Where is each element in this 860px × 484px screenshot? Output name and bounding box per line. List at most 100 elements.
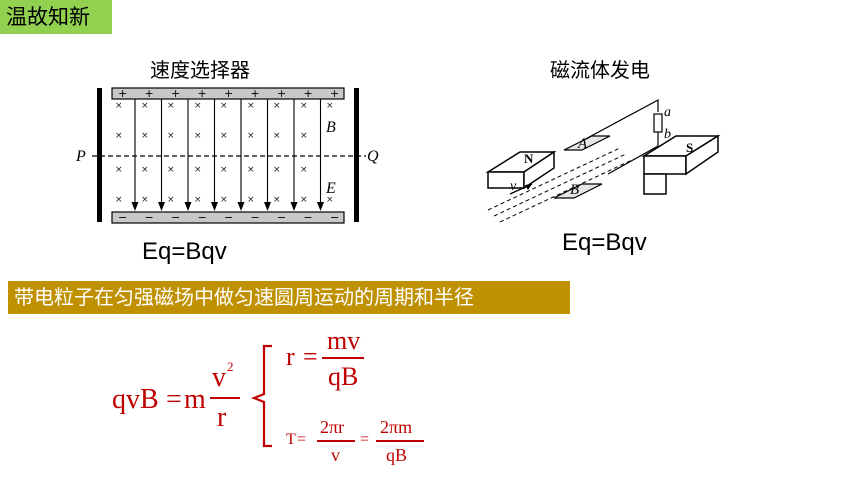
plus-charge: + [145, 87, 154, 100]
minus-charge: − [171, 211, 180, 224]
top-plate [111, 87, 345, 100]
resistor [653, 113, 663, 133]
magnetic-field-cross: × [273, 195, 281, 205]
velocity-selector-diagram: +−+−+−+−+−+−+−+−+−××××××××××××××××××××××… [75, 87, 379, 224]
field-arrow [184, 202, 192, 211]
field-arrow [317, 202, 324, 211]
field-arrow [211, 202, 218, 211]
magnetic-field-cross: × [167, 131, 175, 141]
plate-b [553, 183, 603, 199]
magnetic-field-cross: × [141, 165, 149, 175]
field-arrow [131, 202, 139, 211]
formula-fraction-bar [210, 397, 240, 399]
magnetic-field-cross: × [167, 165, 175, 175]
minus-charge: − [118, 211, 127, 224]
mhd-generator-title: 磁流体发电 [550, 58, 650, 82]
magnetic-field-cross: × [220, 165, 228, 175]
magnetic-field-cross: × [194, 165, 202, 175]
magnetic-field-cross: × [326, 195, 334, 205]
plus-charge: + [330, 87, 339, 100]
magnetic-field-cross: × [247, 195, 255, 205]
right-equation: Eq=Bqv [562, 229, 647, 256]
magnetic-field-cross: × [115, 195, 123, 205]
magnet-s-label: S [686, 140, 693, 155]
period-equals: = [297, 431, 307, 448]
bottom-plate [111, 211, 345, 224]
formula-m: m [184, 384, 206, 415]
magnetic-field-cross: × [247, 101, 255, 111]
terminal-a: a [664, 105, 671, 120]
formula-equals: = [166, 384, 182, 415]
field-arrow [237, 202, 245, 211]
period-fraction-bar-2 [376, 440, 424, 442]
minus-charge: − [304, 211, 313, 224]
magnetic-field-cross: × [194, 195, 202, 205]
plus-charge: + [251, 87, 260, 100]
review-tag: 温故知新 [0, 0, 112, 34]
plus-charge: + [198, 87, 207, 100]
right-side-plate [354, 88, 359, 222]
left-side-plate [97, 88, 102, 222]
period-denominator-1: v [331, 445, 340, 465]
magnetic-field-cross: × [167, 195, 175, 205]
radius-numerator: mv [327, 326, 361, 355]
formula-lhs: qvB [112, 384, 159, 415]
period-denominator-2: qB [386, 445, 408, 465]
magnetic-field-cross: × [300, 165, 308, 175]
radius-fraction-bar [322, 357, 364, 359]
magnetic-field-cross: × [220, 101, 228, 111]
magnetic-field-cross: × [220, 131, 228, 141]
plate-b-label: B [570, 182, 579, 198]
plus-charge: + [224, 87, 233, 100]
terminal-b: b [664, 127, 671, 142]
magnetic-field-cross: × [141, 131, 149, 141]
left-equation: Eq=Bqv [142, 238, 227, 265]
plus-charge: + [118, 87, 127, 100]
plus-charge: + [304, 87, 313, 100]
plus-charge: + [277, 87, 286, 100]
minus-charge: − [198, 211, 207, 224]
radius-denominator: qB [328, 362, 359, 391]
field-arrow [264, 202, 271, 211]
magnetic-field-cross: × [141, 101, 149, 111]
formula-square: 2 [227, 359, 234, 374]
magnetic-field-cross: × [115, 165, 123, 175]
magnetic-field-cross: × [194, 131, 202, 141]
label-e: E [325, 180, 336, 197]
field-arrow [290, 202, 298, 211]
magnetic-field-cross: × [273, 165, 281, 175]
radius-lhs: r [286, 342, 295, 371]
radius-equals: = [303, 342, 318, 371]
wire-bottom [607, 132, 659, 175]
minus-charge: − [277, 211, 286, 224]
formula-r: r [217, 402, 227, 433]
minus-charge: − [145, 211, 154, 224]
period-numerator-2: 2πm [380, 417, 413, 437]
magnetic-field-cross: × [220, 195, 228, 205]
magnetic-field-cross: × [300, 101, 308, 111]
magnet-n-label: N [524, 151, 534, 166]
label-b: B [326, 119, 336, 136]
magnetic-field-cross: × [247, 131, 255, 141]
period-lhs: T [286, 431, 296, 448]
mhd-generator-diagram: a b N A B v S [485, 98, 721, 223]
magnetic-field-cross: × [115, 101, 123, 111]
formula-v: v [212, 362, 226, 393]
magnetic-field-cross: × [194, 101, 202, 111]
magnetic-field-cross: × [273, 131, 281, 141]
magnetic-field-cross: × [115, 131, 123, 141]
minus-charge: − [251, 211, 260, 224]
minus-charge: − [330, 211, 339, 224]
magnetic-field-cross: × [273, 101, 281, 111]
label-p: P [75, 148, 86, 165]
magnetic-field-cross: × [141, 195, 149, 205]
magnetic-field-cross: × [326, 101, 334, 111]
magnetic-field-cross: × [300, 131, 308, 141]
minus-charge: − [224, 211, 233, 224]
velocity-label: v [510, 179, 517, 194]
plate-a-label: A [577, 136, 588, 152]
plate-a [563, 135, 611, 151]
field-arrow [158, 202, 165, 211]
wire-top [579, 98, 659, 143]
left-brace [251, 344, 272, 448]
